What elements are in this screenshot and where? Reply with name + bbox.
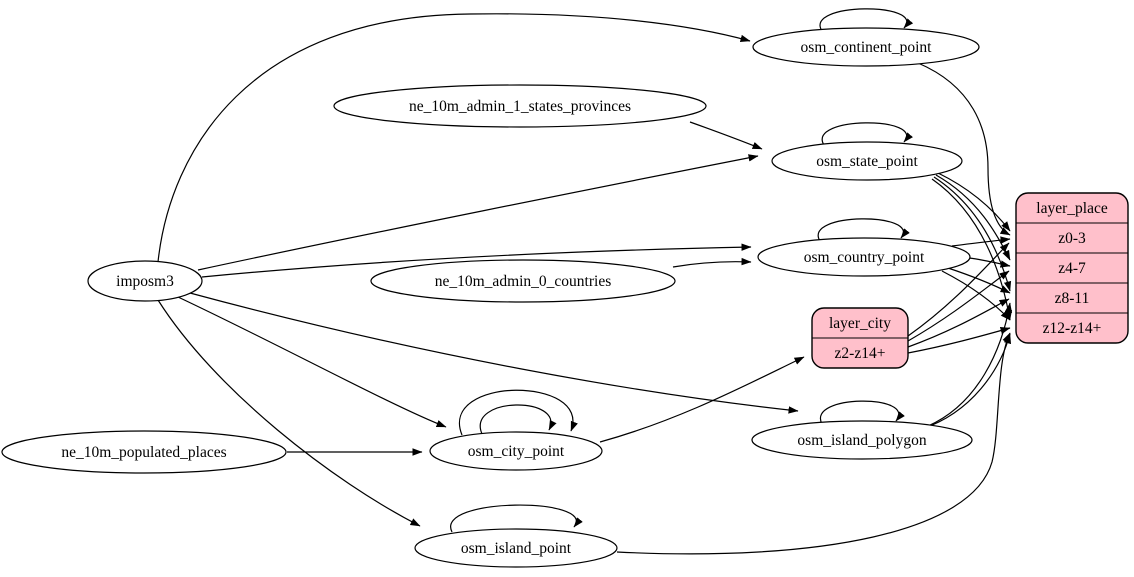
selfloop-osm_island_point [450,504,583,533]
edge-country-zplace0 [951,236,1011,247]
edge-imposm3-osm_state_point [197,154,759,271]
ne10m-countries-label: ne_10m_admin_0_countries [435,273,612,290]
layer-place-row-z0-3: z0-3 [1058,230,1086,247]
node-osm_island_polygon: osm_island_polygon [751,420,973,460]
osm-city-shape [429,431,603,471]
osm-continent-label: osm_continent_point [801,39,933,56]
osm-city-label: osm_city_point [468,443,565,460]
record-layer_place: layer_place z0-3 z4-7 z8-11 z12-z14+ [1015,192,1129,344]
node-ne_10m_admin_0_countries: ne_10m_admin_0_countries [370,259,676,303]
selfloop-osm_continent_point [819,8,914,32]
node-osm_state_point: osm_state_point [771,141,963,181]
edge-ne10m-states-osm_state_point [689,121,763,150]
edge-country-zplace4 [968,257,1011,268]
node-osm_continent_point: osm_continent_point [752,27,980,67]
layer-city-title: layer_city [829,315,891,332]
ne10m-populated-label: ne_10m_populated_places [61,444,226,461]
osm-island-polygon-label: osm_island_polygon [797,432,926,449]
layer-place-box [1015,192,1129,344]
edge-layercity-zplace4 [907,270,1010,342]
record-layer_city: layer_city z2-z14+ [811,307,909,369]
osm-island-polygon-shape [751,420,973,460]
edge-state-zplace0 [937,172,1011,232]
edge-layercity-zplace12 [907,326,1011,354]
edge-imposm3-osm_country_point [201,243,752,278]
selfloop-osm_island_polygon [819,400,905,425]
edge-country-zplace12 [941,270,1011,321]
selfloop-osm_state_point [821,122,913,146]
edge-imposm3-osm_city_point [177,296,447,428]
osm-state-shape [771,141,963,181]
edge-layercity-zplace8 [907,298,1010,348]
layer-city-row-z2-z14: z2-z14+ [835,345,886,362]
node-osm_country_point: osm_country_point [757,237,971,277]
edge-islandpoint-zplace12 [616,332,1011,555]
node-ne_10m_populated_places: ne_10m_populated_places [1,430,287,474]
layer-place-row-z4-7: z4-7 [1058,260,1086,277]
edges-group [157,8,1013,555]
osm-island-point-shape [414,528,618,568]
osm-island-point-label: osm_island_point [461,540,572,557]
ne10m-states-label: ne_10m_admin_1_states_provinces [409,98,631,115]
edge-country-zplace8 [947,267,1011,294]
osm-state-label: osm_state_point [816,153,918,170]
osm-continent-shape [752,27,980,67]
layer-place-row-z8-11: z8-11 [1055,290,1090,307]
node-osm_island_point: osm_island_point [414,528,618,568]
ne10m-populated-shape [1,430,287,474]
node-osm_city_point: osm_city_point [429,431,603,471]
imposm3-label: imposm3 [116,273,174,290]
edge-islandpolygon-zplace8 [927,302,1013,427]
node-ne_10m_admin_1_states_provinces: ne_10m_admin_1_states_provinces [333,84,707,128]
edge-continent-zplace0 [917,62,1011,236]
layer-place-row-z12-z14: z12-z14+ [1043,320,1102,337]
ne10m-states-shape [333,84,707,128]
selfloop-osm_city_point-inner [479,404,557,435]
node-imposm3: imposm3 [87,260,203,302]
selfloop-osm_city_point-outer [458,389,578,436]
selfloop-osm_country_point [817,218,910,242]
edge-imposm3-osm_island_polygon [189,292,799,414]
edge-imposm3-osm_island_point [157,299,421,527]
imposm3-shape [87,260,203,302]
edge-layercity-zplace0 [907,242,1010,337]
osm-country-label: osm_country_point [804,249,925,266]
edge-city-layer_city [599,356,805,443]
ne10m-countries-shape [370,259,676,303]
osm-country-shape [757,237,971,277]
edge-ne10m-countries-osm_country_point [672,257,752,268]
edge-imposm3-osm_continent_point [157,13,751,263]
layer-place-title: layer_place [1036,200,1108,217]
